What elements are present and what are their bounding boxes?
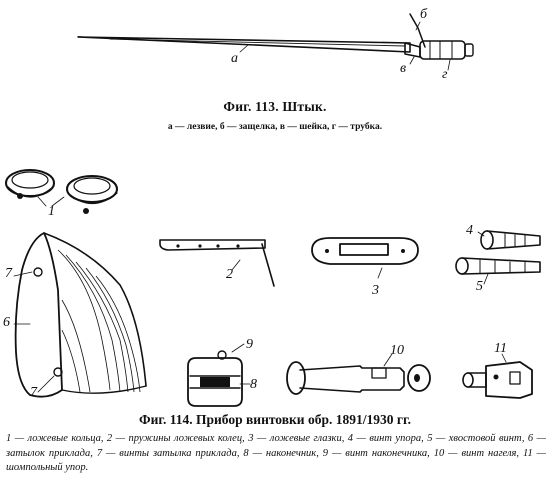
butt-plate-drawing <box>13 232 147 398</box>
fig114-caption: Фиг. 114. Прибор винтовки обр. 1891/1930… <box>139 412 411 427</box>
label-g: г <box>442 67 448 82</box>
label-3: 3 <box>372 283 379 298</box>
leader-v <box>409 56 415 65</box>
label-2: 2 <box>226 267 233 282</box>
leader-a <box>239 44 249 53</box>
stock-eye-drawing <box>311 237 419 279</box>
label-1: 1 <box>48 204 55 219</box>
label-6: 6 <box>3 315 10 330</box>
label-7-bottom: 7 <box>30 385 37 400</box>
label-9: 9 <box>246 337 253 352</box>
leader-g <box>447 59 451 71</box>
bayonet-tube-rings <box>429 40 453 60</box>
nagel-screw-drawing <box>286 353 431 395</box>
nose-cap-drawing <box>187 343 251 407</box>
label-4: 4 <box>466 223 473 238</box>
label-a: а <box>231 51 238 66</box>
bayonet-drawing <box>77 13 474 71</box>
label-10: 10 <box>390 343 404 358</box>
bayonet-tube <box>419 40 466 60</box>
tail-screw-drawing <box>455 257 541 285</box>
stop-screw-drawing <box>477 230 541 250</box>
bayonet-blade-fuller <box>109 38 406 47</box>
label-7-top: 7 <box>5 266 12 281</box>
label-11: 11 <box>494 341 507 356</box>
fig114-legend: 1 — ложевые кольца, 2 — пружины ложевых … <box>6 433 546 473</box>
label-v: в <box>400 61 407 76</box>
ramrod-stop-drawing <box>462 353 533 399</box>
fig113-caption: Фиг. 113. Штык. <box>223 99 327 114</box>
ring-spring-drawing <box>159 239 275 287</box>
label-b: б <box>420 7 428 22</box>
label-8: 8 <box>250 377 257 392</box>
stock-rings-drawing <box>5 169 118 214</box>
leader-b <box>415 21 421 31</box>
label-5: 5 <box>476 279 483 294</box>
bayonet-blade <box>77 36 411 53</box>
fig113-legend: а — лезвие, б — защелка, в — шейка, г — … <box>167 122 383 132</box>
bayonet-neck <box>404 42 421 58</box>
bayonet-tube-end <box>464 43 474 57</box>
